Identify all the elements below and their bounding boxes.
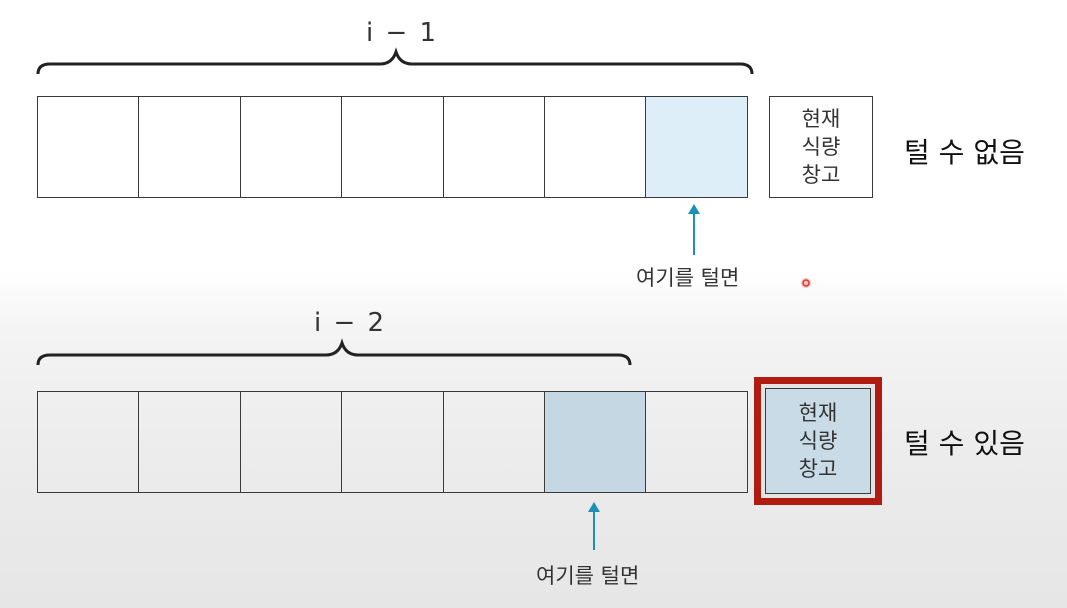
top-brace-path (36, 47, 754, 75)
top-brace-label: i − 1 (366, 18, 439, 48)
top-storage-line-3: 창고 (801, 163, 841, 187)
array-cell (341, 96, 444, 198)
array-cell (37, 391, 140, 493)
bottom-brace-path (36, 338, 632, 366)
highlighted-cell (645, 96, 748, 198)
top-storage-line-1: 현재 (801, 107, 841, 131)
bottom-storage-line-3: 창고 (798, 457, 838, 481)
top-status-label: 털 수 없음 (904, 136, 1025, 169)
array-cell (442, 391, 545, 493)
highlighted-cell (544, 391, 647, 493)
array-cell (341, 391, 444, 493)
bottom-storage-box: 현재 식량 창고 (765, 388, 871, 494)
array-cell (138, 96, 241, 198)
bottom-arrow-caption: 여기를 털면 (536, 564, 640, 588)
array-cell (239, 391, 343, 493)
array-cell (544, 96, 647, 198)
bottom-storage-line-1: 현재 (798, 401, 838, 425)
top-arrow-head (688, 204, 700, 214)
top-storage-line-2: 식량 (801, 135, 841, 159)
bottom-status-label: 털 수 있음 (904, 427, 1025, 460)
top-arrow-caption: 여기를 털면 (636, 266, 740, 290)
array-cell (37, 96, 140, 198)
array-cell (138, 391, 241, 493)
bottom-storage-line-2: 식량 (798, 429, 838, 453)
bottom-arrow-head (588, 502, 600, 512)
array-cell (442, 96, 545, 198)
bottom-brace-label: i − 2 (314, 308, 387, 338)
array-cell (239, 96, 343, 198)
array-cell (645, 391, 748, 493)
top-storage-box: 현재 식량 창고 (769, 96, 873, 198)
